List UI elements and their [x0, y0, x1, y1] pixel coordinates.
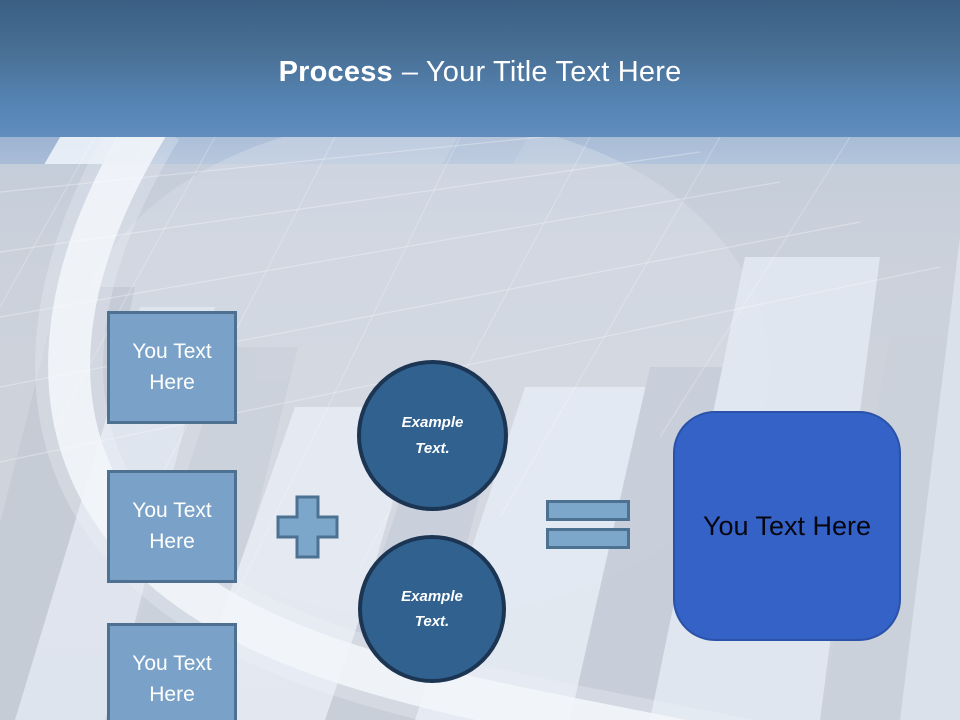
plus-icon[interactable] [276, 495, 339, 559]
process-box-3[interactable]: You Text Here [107, 623, 237, 720]
process-box-2[interactable]: You Text Here [107, 470, 237, 583]
example-circle-2-label: Example Text. [401, 587, 463, 631]
example-circle-1-label: Example Text. [401, 414, 464, 457]
example-circle-1[interactable]: Example Text. [357, 360, 508, 511]
process-box-1[interactable]: You Text Here [107, 311, 237, 424]
example-circle-2[interactable]: Example Text. [358, 535, 506, 683]
header-banner: Process– Your Title Text Here [0, 0, 960, 137]
result-box[interactable]: You Text Here [673, 411, 901, 641]
slide-title-subtext: – Your Title Text Here [401, 56, 682, 88]
result-box-label: You Text Here [702, 510, 872, 541]
process-box-1-label: You Text Here [132, 340, 212, 394]
equals-bar-bottom [546, 528, 630, 549]
slide-title: Process– Your Title Text Here [0, 56, 960, 89]
slide-body: You Text Here You Text Here You Text Her… [0, 137, 960, 720]
equals-bar-top [546, 500, 630, 521]
process-box-2-label: You Text Here [132, 499, 212, 553]
process-box-3-label: You Text Here [132, 652, 212, 706]
slide-title-keyword: Process [278, 56, 393, 88]
